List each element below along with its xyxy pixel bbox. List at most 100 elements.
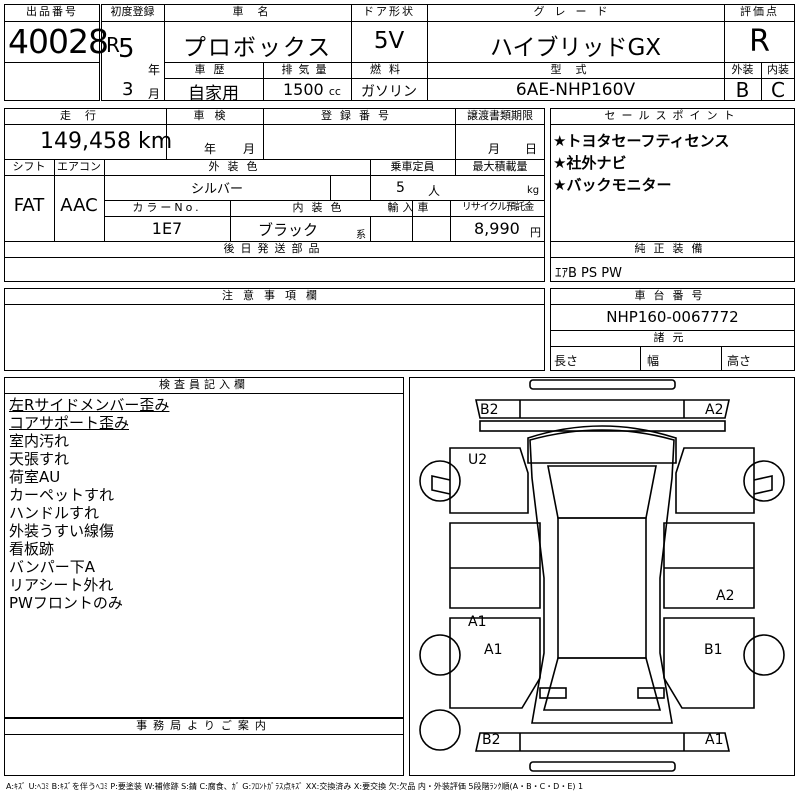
color-no: 1E7 bbox=[151, 219, 183, 238]
history-label: 車歴 bbox=[194, 63, 233, 76]
mark-right-rear: B1 bbox=[704, 642, 723, 658]
front-bumper bbox=[529, 379, 676, 390]
inspector-note: リアシート外れ bbox=[9, 576, 114, 594]
mileage-label: 走行 bbox=[60, 109, 110, 122]
rear-bumper bbox=[529, 761, 676, 772]
wheel-front-left bbox=[419, 460, 461, 502]
genuine-equipment-label: 純正装備 bbox=[634, 242, 711, 255]
recycle-unit: 円 bbox=[530, 226, 541, 239]
wheel-rear-right bbox=[743, 634, 785, 676]
mileage: 149,458 km bbox=[40, 129, 172, 154]
mark-front-left: B2 bbox=[480, 402, 499, 418]
inspection-month-unit: 月 bbox=[243, 142, 256, 156]
car-diagram: B2 A2 U2 A2 A1 A1 B1 B2 A1 bbox=[409, 377, 795, 776]
shift-label: シフト bbox=[12, 160, 46, 173]
width-label: 幅 bbox=[647, 354, 660, 368]
model-label: 型式 bbox=[550, 63, 601, 76]
transfer-docs-label: 譲渡書類期限 bbox=[467, 109, 533, 122]
wheel-rear-left bbox=[419, 634, 461, 676]
import-label: 輸入車 bbox=[387, 201, 433, 214]
legend: A:ｷｽﾞ U:ﾍｺﾐ B:ｷｽﾞを伴うﾍｺﾐ P:要塗装 W:補修跡 S:錆 … bbox=[6, 782, 584, 791]
lot-number-label: 出品番号 bbox=[26, 5, 78, 18]
capacity-unit: 人 bbox=[428, 184, 441, 198]
month: 3 bbox=[122, 79, 134, 100]
max-load-label: 最大積載量 bbox=[472, 160, 528, 173]
chassis-number: NHP160-0067772 bbox=[606, 308, 739, 326]
grade-label: グレード bbox=[533, 5, 618, 18]
capacity: 5 bbox=[396, 180, 405, 196]
mark-left-front-fender: U2 bbox=[468, 452, 487, 468]
roof bbox=[557, 517, 647, 659]
inspector-notes-list: 左Rサイドメンバー歪み コアサポート歪み 室内汚れ 天張すれ 荷室AU カーペッ… bbox=[9, 396, 399, 612]
mark-rear-right: A1 bbox=[705, 732, 723, 748]
inspector-note: 看板跡 bbox=[9, 540, 55, 558]
car-name: プロボックス bbox=[182, 35, 333, 61]
recycle-label: リサイクル預託金 bbox=[461, 202, 535, 213]
month-unit: 月 bbox=[148, 87, 161, 101]
later-parts-label: 後日発送部品 bbox=[223, 242, 326, 255]
spare-wheel bbox=[419, 709, 461, 751]
mark-front-right: A2 bbox=[705, 402, 723, 418]
year-unit: 年 bbox=[148, 63, 161, 77]
dims-label: 諸元 bbox=[653, 331, 692, 344]
left-mirror bbox=[431, 475, 451, 495]
exterior-color: シルバー bbox=[190, 182, 243, 197]
mark-right-door: A2 bbox=[716, 588, 734, 604]
door-label: ドア形状 bbox=[363, 5, 415, 18]
windshield bbox=[527, 425, 677, 464]
exterior-color-label: 外装色 bbox=[208, 160, 266, 173]
lot-number: 40028 bbox=[8, 22, 109, 61]
fuel-label: 燃料 bbox=[370, 63, 408, 76]
right-rear-quarter bbox=[663, 617, 755, 709]
interior-grade-label: 内装 bbox=[767, 63, 789, 76]
car-name-label: 車名 bbox=[232, 5, 283, 18]
first-reg-label: 初度登録 bbox=[110, 5, 155, 18]
sales-point-1: ★トヨタセーフティセンス bbox=[553, 132, 730, 150]
office-label: 事務局よりご案内 bbox=[136, 719, 272, 732]
year: 5 bbox=[118, 34, 135, 64]
left-rear-quarter bbox=[449, 617, 541, 709]
office-box bbox=[4, 718, 404, 776]
interior-color-label: 内装色 bbox=[292, 201, 350, 214]
inspector-note: バンパー下A bbox=[9, 558, 96, 576]
exterior-grade-label: 外装 bbox=[731, 63, 754, 76]
score-label: 評価点 bbox=[740, 5, 779, 18]
mileage-unit: km bbox=[137, 129, 173, 154]
inspector-note: PWフロントのみ bbox=[9, 594, 123, 612]
car-body-outline bbox=[529, 429, 675, 724]
notes-label: 注意事項欄 bbox=[222, 289, 327, 302]
max-load-unit: kg bbox=[527, 185, 540, 196]
transfer-day-unit: 日 bbox=[525, 142, 538, 156]
right-doors bbox=[663, 522, 755, 609]
notes-box bbox=[4, 288, 545, 371]
right-front-fender bbox=[675, 447, 755, 514]
inspector-label: 検査員記入欄 bbox=[159, 378, 249, 391]
front-hood-edge bbox=[475, 399, 730, 419]
lot-number-cell bbox=[4, 4, 100, 101]
left-front-fender bbox=[449, 447, 529, 514]
exterior-grade: B bbox=[735, 78, 750, 102]
inspection-year-unit: 年 bbox=[204, 142, 217, 156]
rear-glass bbox=[542, 657, 662, 711]
inspector-note: コアサポート歪み bbox=[9, 414, 130, 432]
recycle-fee: 8,990 bbox=[474, 219, 520, 238]
era: R bbox=[106, 33, 120, 57]
height-label: 高さ bbox=[727, 354, 752, 368]
aircon-label: エアコン bbox=[57, 160, 101, 173]
inspector-note: 荷室AU bbox=[9, 468, 61, 486]
sales-point-2: ★社外ナビ bbox=[553, 154, 627, 172]
inspector-note: 天張すれ bbox=[9, 450, 70, 468]
interior-color: ブラック bbox=[258, 221, 319, 239]
reg-number-label: 登録番号 bbox=[321, 109, 397, 122]
capacity-label: 乗車定員 bbox=[390, 160, 435, 173]
inspector-note: カーペットすれ bbox=[9, 486, 115, 504]
chassis-box bbox=[550, 288, 795, 371]
displacement: 1500 cc bbox=[283, 80, 341, 99]
aircon: AAC bbox=[60, 195, 98, 216]
right-mirror bbox=[753, 475, 773, 495]
length-label: 長さ bbox=[554, 354, 579, 368]
wheel-front-right bbox=[743, 460, 785, 502]
inspector-note: ハンドルすれ bbox=[9, 504, 100, 522]
rear-gate-edge bbox=[475, 732, 730, 752]
inspector-note: 室内汚れ bbox=[9, 432, 70, 450]
